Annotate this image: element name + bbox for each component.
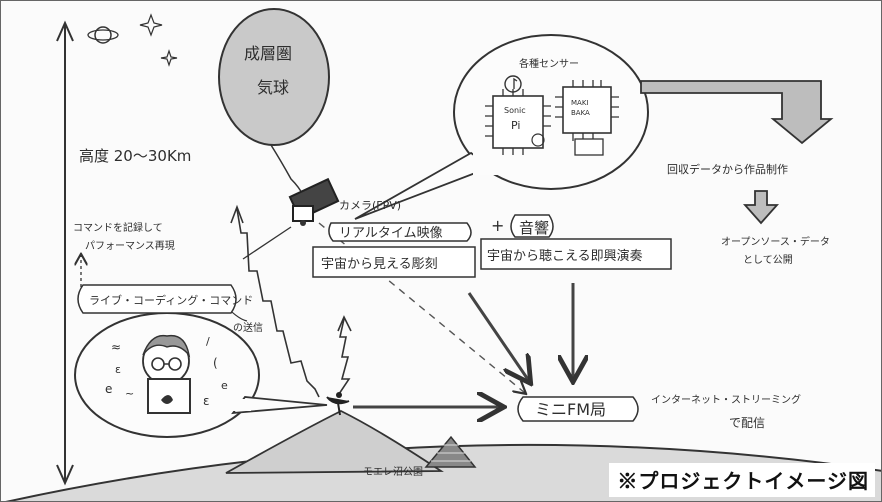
command-record-line1: コマンドを記録して [73,221,163,234]
performer-bubble [74,312,328,438]
improv-box [480,238,672,270]
uplink-signal [230,204,320,398]
streaming-line1: インターネット・ストリーミング [651,393,801,406]
mountain [225,409,444,474]
svg-text:ε: ε [203,394,210,408]
beam-line [242,226,292,260]
balloon-label-line2: 気球 [257,78,289,97]
star-icon [139,13,163,37]
opensource-line2: として公開 [743,254,793,266]
fm-label: ミニFM局 [535,400,606,419]
altitude-axis [56,20,74,486]
realtime-label: リアルタイム映像 [339,226,443,241]
command-record-line2: パフォーマンス再現 [85,240,175,252]
planet-icon [87,26,119,44]
sensor-board-sonic-pi [485,89,551,155]
live-coding-label: ライブ・コーディング・コマンド [89,293,253,307]
collect-label: 回収データから作品制作 [667,162,788,176]
laptop-icon [147,378,191,414]
downlink-signal [336,315,352,398]
svg-text:e: e [221,379,228,392]
realtime-tag [328,222,472,242]
camera-label: カメラ(FPV) [339,199,401,212]
plus-sign: + [491,216,504,235]
board2-line2: BAKA [571,109,590,117]
board1-line1: Sonic [504,106,526,115]
down-arrow [742,190,780,225]
sculpture-label: 宇宙から見える彫刻 [321,257,438,272]
pyramid [424,435,477,468]
stratospheric-balloon [218,8,330,196]
star-icon [160,49,178,67]
altitude-label: 高度 20～30Km [79,147,191,165]
code-characters: ≈ ε e ~ / ( e ε [105,335,228,408]
sound-label: 音響 [519,219,549,237]
svg-text:~: ~ [125,387,134,400]
live-coding-tag [77,284,237,314]
diagram-caption: ※プロジェクトイメージ図 [609,463,875,497]
performer-icon [142,334,191,385]
park-label: モエレ沼公園 [363,465,423,478]
sensors-title: 各種センサー [519,57,579,70]
flow-arrow [467,292,529,381]
opensource-line1: オープンソース・データ [721,235,830,248]
music-note-icon [504,75,522,93]
svg-text:ε: ε [115,363,121,376]
svg-text:(: ( [213,356,218,370]
streaming-line2: で配信 [729,416,765,430]
fm-tag [517,396,639,422]
sculpture-box [312,246,476,278]
sensor-board-makibaka [555,80,619,156]
camera-payload [288,177,340,226]
svg-text:≈: ≈ [111,340,121,354]
satellite-dish-icon [326,392,350,416]
board1-line2: Pi [511,119,520,132]
svg-text:e: e [105,382,112,396]
svg-text:/: / [206,335,210,348]
improv-label: 宇宙から聴こえる即興演奏 [487,248,643,264]
balloon-label-line1: 成層圏 [244,44,292,63]
board2-line1: MAKI [571,99,588,107]
data-arrow [640,80,834,145]
transmit-label: の送信 [233,321,263,334]
sound-tag [510,214,554,238]
